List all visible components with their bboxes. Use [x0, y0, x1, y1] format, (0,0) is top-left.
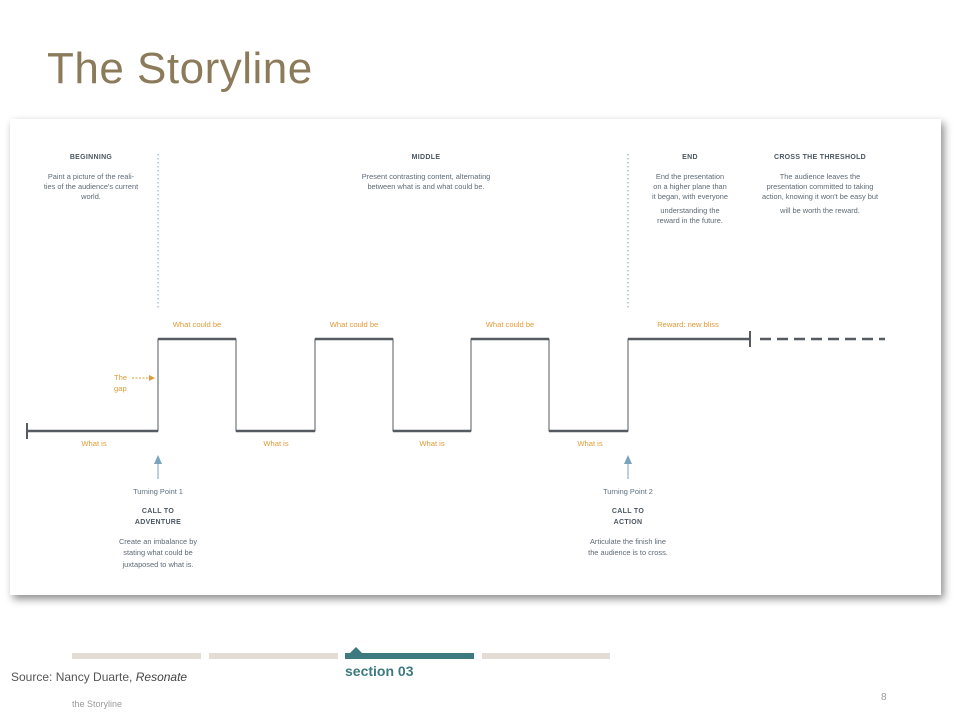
slide-title: The Storyline [47, 44, 313, 93]
end-line: understanding the [660, 206, 719, 215]
turning-point-1-line: juxtaposed to what is. [121, 560, 193, 569]
what-could-be-label: What could be [173, 320, 222, 329]
what-is-label: What is [263, 439, 289, 448]
storyline-figure: BEGINNING Paint a picture of the reali- … [10, 119, 941, 595]
middle-heading: MIDDLE [412, 154, 441, 161]
turning-point-1-line: Create an imbalance by [119, 537, 197, 546]
turning-point-2-line: Articulate the finish line [590, 537, 666, 546]
threshold-line: will be worth the reward. [779, 206, 860, 215]
what-is-label: What is [81, 439, 107, 448]
turning-point-1-line: stating what could be [123, 548, 192, 557]
source-book-title: Resonate [135, 670, 188, 684]
end-line: End the presentation [656, 172, 724, 181]
what-is-label: What is [419, 439, 445, 448]
storyline-waveform [27, 338, 750, 432]
section-progress-segment-active [345, 653, 474, 659]
source-prefix: Source: Nancy Duarte, [11, 670, 136, 684]
storyline-diagram: BEGINNING Paint a picture of the reali- … [26, 154, 885, 569]
section-progress-segment [209, 653, 338, 659]
middle-line: Present contrasting content, alternating [362, 172, 491, 181]
turning-point-1-title: Turning Point 1 [133, 487, 183, 496]
threshold-line: The audience leaves the [780, 172, 861, 181]
turning-point-1-heading: ADVENTURE [135, 519, 181, 526]
threshold-line: action, knowing it won't be easy but [762, 192, 878, 201]
end-heading: END [682, 154, 698, 161]
section-progress-segment [72, 653, 201, 659]
page-number: 8 [881, 692, 887, 703]
reward-label: Reward: new bliss [657, 320, 719, 329]
middle-line: between what is and what could be. [367, 182, 484, 191]
what-could-be-label: What could be [330, 320, 379, 329]
gap-label: The [114, 373, 127, 382]
beginning-line: world. [80, 192, 101, 201]
source-citation: Source: Nancy Duarte, Resonate [11, 670, 187, 684]
threshold-line: presentation committed to taking [767, 182, 874, 191]
turning-point-2-title: Turning Point 2 [603, 487, 653, 496]
what-is-label: What is [577, 439, 603, 448]
turning-point-2-arrow-head [624, 455, 632, 464]
beginning-line: ties of the audience's current [44, 182, 138, 191]
turning-point-2-heading: ACTION [614, 519, 643, 526]
turning-point-1-heading: CALL TO [142, 508, 174, 515]
turning-point-2-line: the audience is to cross. [588, 548, 668, 557]
end-line: reward in the future. [657, 216, 723, 225]
section-progress-marker [350, 647, 362, 653]
gap-arrow-head [149, 375, 155, 381]
threshold-heading: CROSS THE THRESHOLD [774, 154, 866, 161]
footer-title: the Storyline [72, 699, 123, 709]
what-could-be-label: What could be [486, 320, 535, 329]
section-progress-segment [482, 653, 610, 659]
turning-point-1-arrow-head [154, 455, 162, 464]
section-label: section 03 [345, 663, 414, 679]
beginning-line: Paint a picture of the reali- [48, 172, 135, 181]
gap-label: gap [114, 384, 127, 393]
turning-point-2-heading: CALL TO [612, 508, 644, 515]
beginning-heading: BEGINNING [70, 154, 113, 161]
end-line: on a higher plane than [653, 182, 727, 191]
end-line: it began, with everyone [652, 192, 728, 201]
